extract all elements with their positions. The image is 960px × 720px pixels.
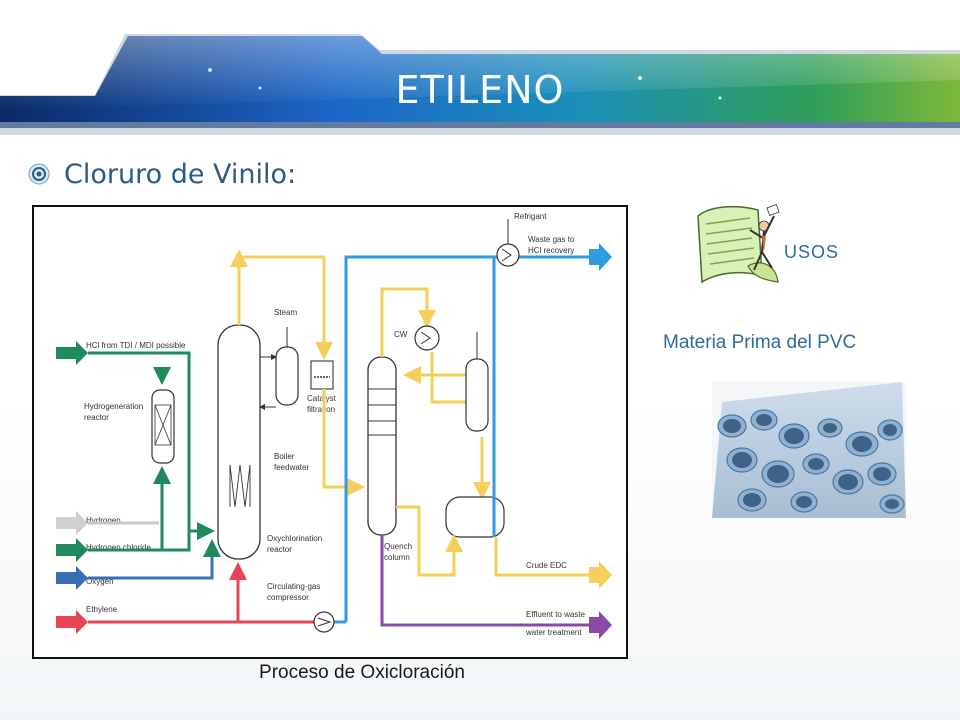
process-diagram: HCl from TDI / MDI possible Hydrogen Hyd…	[32, 205, 628, 659]
separator-vessel	[465, 358, 489, 432]
circulating-gas-compressor	[313, 611, 335, 633]
header-banner	[0, 0, 960, 135]
cw-cooler	[414, 325, 440, 351]
label-water-treatment: water treatment	[525, 628, 582, 637]
pvc-pipes-image	[712, 382, 906, 518]
label-oxychlorination: Oxychlorination	[267, 534, 322, 543]
label-circulating-gas: Circulating-gas	[267, 582, 320, 591]
output-arrow-effluent	[589, 611, 612, 639]
label-compressor: compressor	[267, 593, 309, 602]
label-catalyst-filtration: filtration	[307, 405, 335, 414]
refrigerant-exchanger	[496, 243, 520, 267]
usos-clipart	[692, 196, 788, 292]
label-boiler: Boiler	[274, 452, 295, 461]
bullet-line: Cloruro de Vinilo:	[28, 156, 296, 192]
label-steam: Steam	[274, 308, 297, 317]
slide-title: ETILENO	[395, 68, 565, 112]
label-hcl-tdi: HCl from TDI / MDI possible	[86, 341, 186, 350]
label-refrigant: Refrigant	[514, 212, 547, 221]
swirl-bullet-icon	[28, 163, 50, 185]
label-oxychlorination-reactor: reactor	[267, 545, 292, 554]
label-hcl-recovery: HCl recovery	[528, 246, 574, 255]
diagram-caption: Proceso de Oxicloración	[259, 662, 465, 683]
label-oxygen: Oxygen	[86, 577, 114, 586]
materia-prima-label: Materia Prima del PVC	[663, 332, 857, 353]
green-hcl-line	[88, 351, 191, 523]
edc-drum	[445, 496, 505, 538]
label-hydrogeneration: Hydrogeneration	[84, 402, 143, 411]
label-catalyst: Catalyst	[307, 394, 337, 403]
input-arrow-hydrogen-chloride	[56, 538, 88, 562]
label-quench: Quench	[384, 542, 412, 551]
label-hydrogen-chloride: Hydrogen chloride	[86, 543, 151, 552]
label-boiler-feedwater: feedwater	[274, 463, 309, 472]
steam-drum	[275, 346, 299, 406]
output-arrow-crude-edc	[589, 561, 612, 589]
label-waste-gas: Waste gas to	[528, 235, 575, 244]
label-hydrogen: Hydrogen	[86, 516, 121, 525]
input-arrow-oxygen	[56, 566, 88, 590]
label-hydrogeneration-reactor: reactor	[84, 413, 109, 422]
label-cw: CW	[394, 330, 408, 339]
input-arrow-hcl	[56, 341, 88, 365]
input-arrow-ethylene	[56, 610, 88, 634]
usos-label: USOS	[784, 242, 840, 262]
bullet-text: Cloruro de Vinilo:	[64, 158, 297, 190]
oxychlorination-reactor	[217, 324, 261, 560]
input-arrow-hydrogen	[56, 511, 88, 535]
label-crude-edc: Crude EDC	[526, 561, 567, 570]
quench-column	[367, 356, 397, 536]
label-effluent: Effluent to waste	[526, 610, 586, 619]
catalyst-filtration	[310, 360, 334, 390]
label-ethylene: Ethylene	[86, 605, 118, 614]
label-quench-column: column	[384, 553, 410, 562]
output-arrow-waste-gas	[589, 243, 612, 271]
